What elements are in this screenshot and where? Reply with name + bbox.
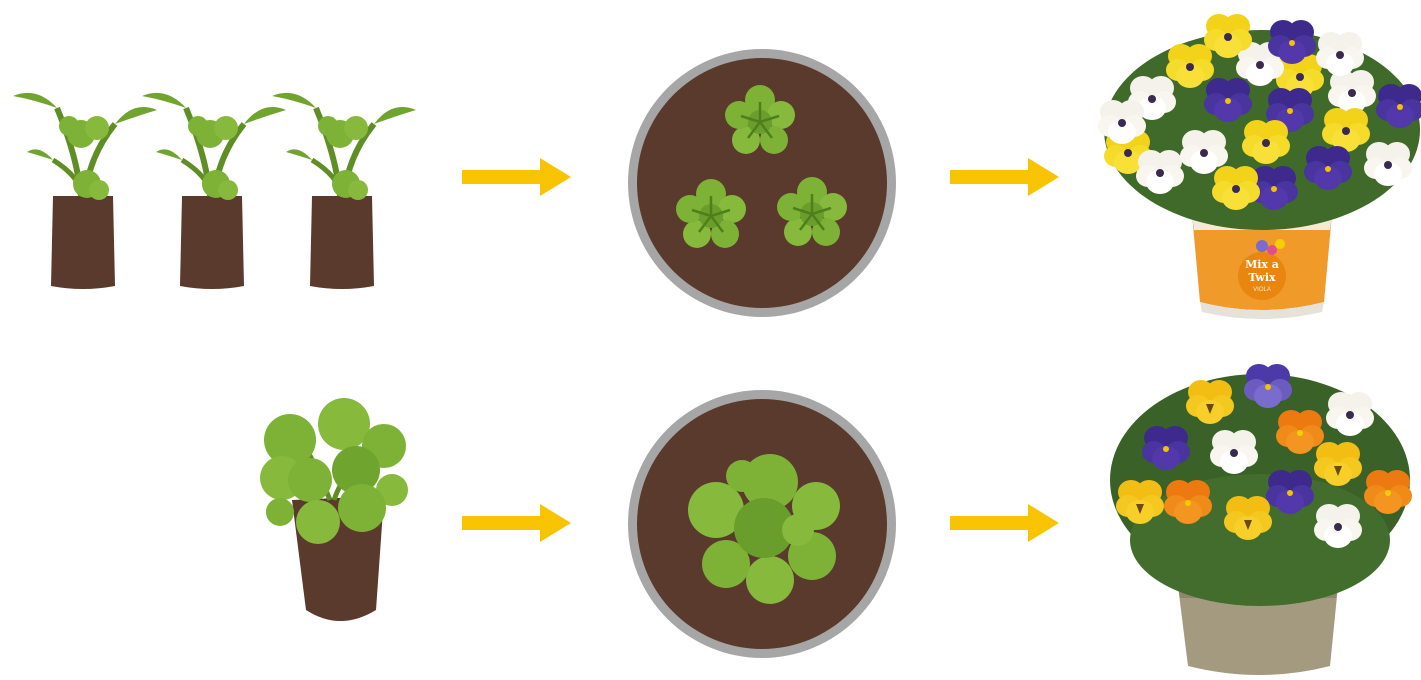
tub-label-line1: Mix a bbox=[1245, 258, 1279, 271]
arrow-icon bbox=[950, 504, 1059, 542]
pot-top-view-single-plug-illustration bbox=[628, 390, 896, 658]
pot-top-view-three-plugs-illustration bbox=[628, 49, 896, 317]
single-variety-pansy-pot-photo bbox=[1110, 364, 1412, 675]
tub-label-line2: Twix bbox=[1248, 271, 1276, 284]
arrow-icon bbox=[462, 504, 571, 542]
single-large-plug-illustration bbox=[260, 398, 408, 621]
arrow-icon bbox=[950, 158, 1059, 196]
mixed-pansy-tub-photo: Mix a Twix VIOLA bbox=[1098, 14, 1421, 319]
arrow-icon bbox=[462, 158, 571, 196]
tub-label-line3: VIOLA bbox=[1253, 287, 1271, 293]
three-plug-seedlings-illustration bbox=[13, 93, 416, 289]
